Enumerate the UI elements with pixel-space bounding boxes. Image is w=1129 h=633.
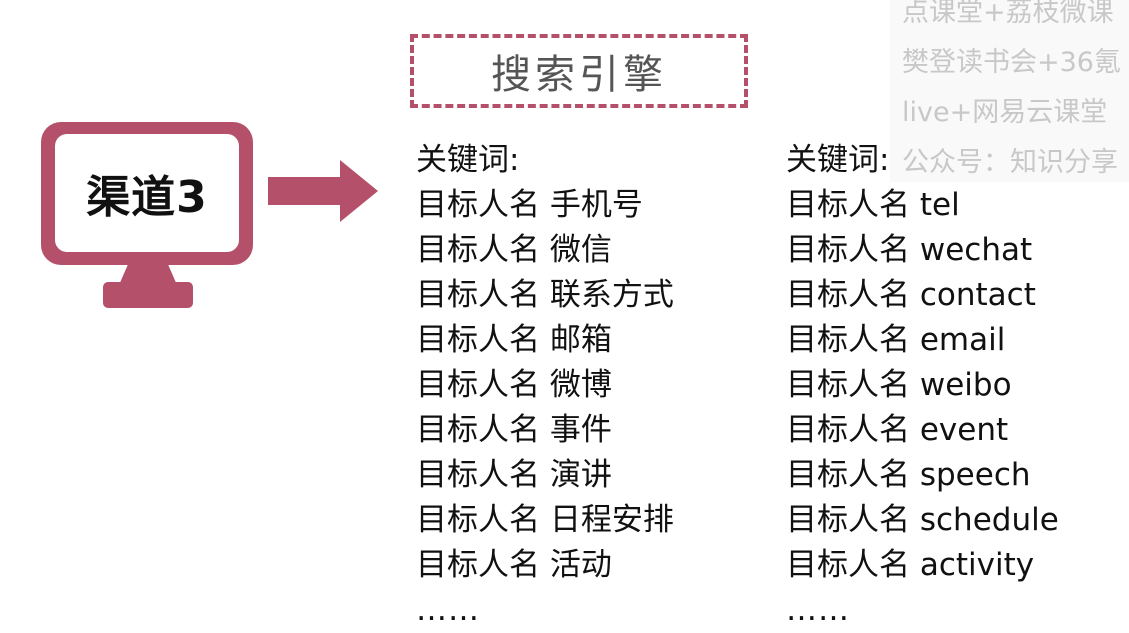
list-item: 目标人名 event <box>786 412 1009 448</box>
list-item: 目标人名 日程安排 <box>416 502 674 538</box>
list-item: 目标人名 手机号 <box>416 187 643 223</box>
search-engine-title-box: 搜索引擎 <box>410 34 748 108</box>
overlay-line: live+网易云课堂 <box>902 97 1108 128</box>
overlay-line: 樊登读书会+36氪 <box>902 47 1121 78</box>
list-item: 目标人名 weibo <box>786 367 1012 403</box>
list-item: 目标人名 事件 <box>416 412 612 448</box>
channel-label: 渠道3 <box>86 172 208 223</box>
keyword-list-english: 关键词: 目标人名 tel 目标人名 wechat 目标人名 contact 目… <box>786 138 1059 633</box>
list-item: 目标人名 speech <box>786 457 1031 493</box>
list-item: 目标人名 演讲 <box>416 457 612 493</box>
list-item: 目标人名 email <box>786 322 1006 358</box>
list-item: 目标人名 wechat <box>786 232 1033 268</box>
monitor-screen: 渠道3 <box>41 122 253 265</box>
list-ellipsis: …… <box>416 592 480 628</box>
list-item: 目标人名 schedule <box>786 502 1059 538</box>
list-item: 目标人名 活动 <box>416 547 612 583</box>
overlay-line: 公众号：知识分享 <box>902 147 1118 178</box>
page-title: 搜索引擎 <box>491 52 667 98</box>
list-item: 目标人名 tel <box>786 187 960 223</box>
monitor-stand <box>119 265 177 285</box>
keyword-header: 关键词: <box>416 142 520 178</box>
channel-monitor-icon: 渠道3 <box>41 122 253 312</box>
list-ellipsis: …… <box>786 592 850 628</box>
list-item: 目标人名 activity <box>786 547 1035 583</box>
overlay-watermark-panel: 点课堂+荔枝微课 樊登读书会+36氪 live+网易云课堂 公众号：知识分享 <box>890 0 1129 182</box>
list-item: 目标人名 联系方式 <box>416 277 674 313</box>
monitor-screen-inner: 渠道3 <box>55 134 239 252</box>
keyword-list-chinese: 关键词: 目标人名 手机号 目标人名 微信 目标人名 联系方式 目标人名 邮箱 … <box>416 138 674 633</box>
keyword-header: 关键词: <box>786 142 890 178</box>
arrow-right-icon <box>268 160 378 222</box>
list-item: 目标人名 微信 <box>416 232 612 268</box>
monitor-base <box>103 282 193 308</box>
list-item: 目标人名 邮箱 <box>416 322 612 358</box>
list-item: 目标人名 contact <box>786 277 1036 313</box>
list-item: 目标人名 微博 <box>416 367 612 403</box>
overlay-line: 点课堂+荔枝微课 <box>902 0 1114 28</box>
